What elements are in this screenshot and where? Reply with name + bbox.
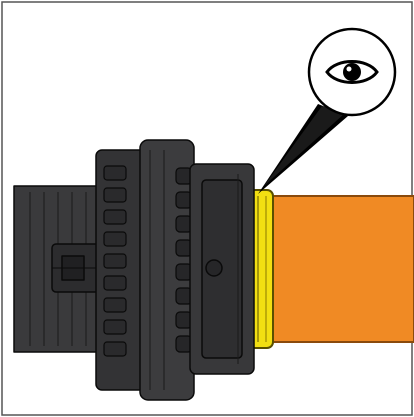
- connector-indicator-dot: [205, 259, 223, 277]
- connector: [13, 139, 255, 401]
- eye-icon: [325, 60, 379, 84]
- callout: [258, 27, 397, 194]
- cable: [261, 195, 414, 343]
